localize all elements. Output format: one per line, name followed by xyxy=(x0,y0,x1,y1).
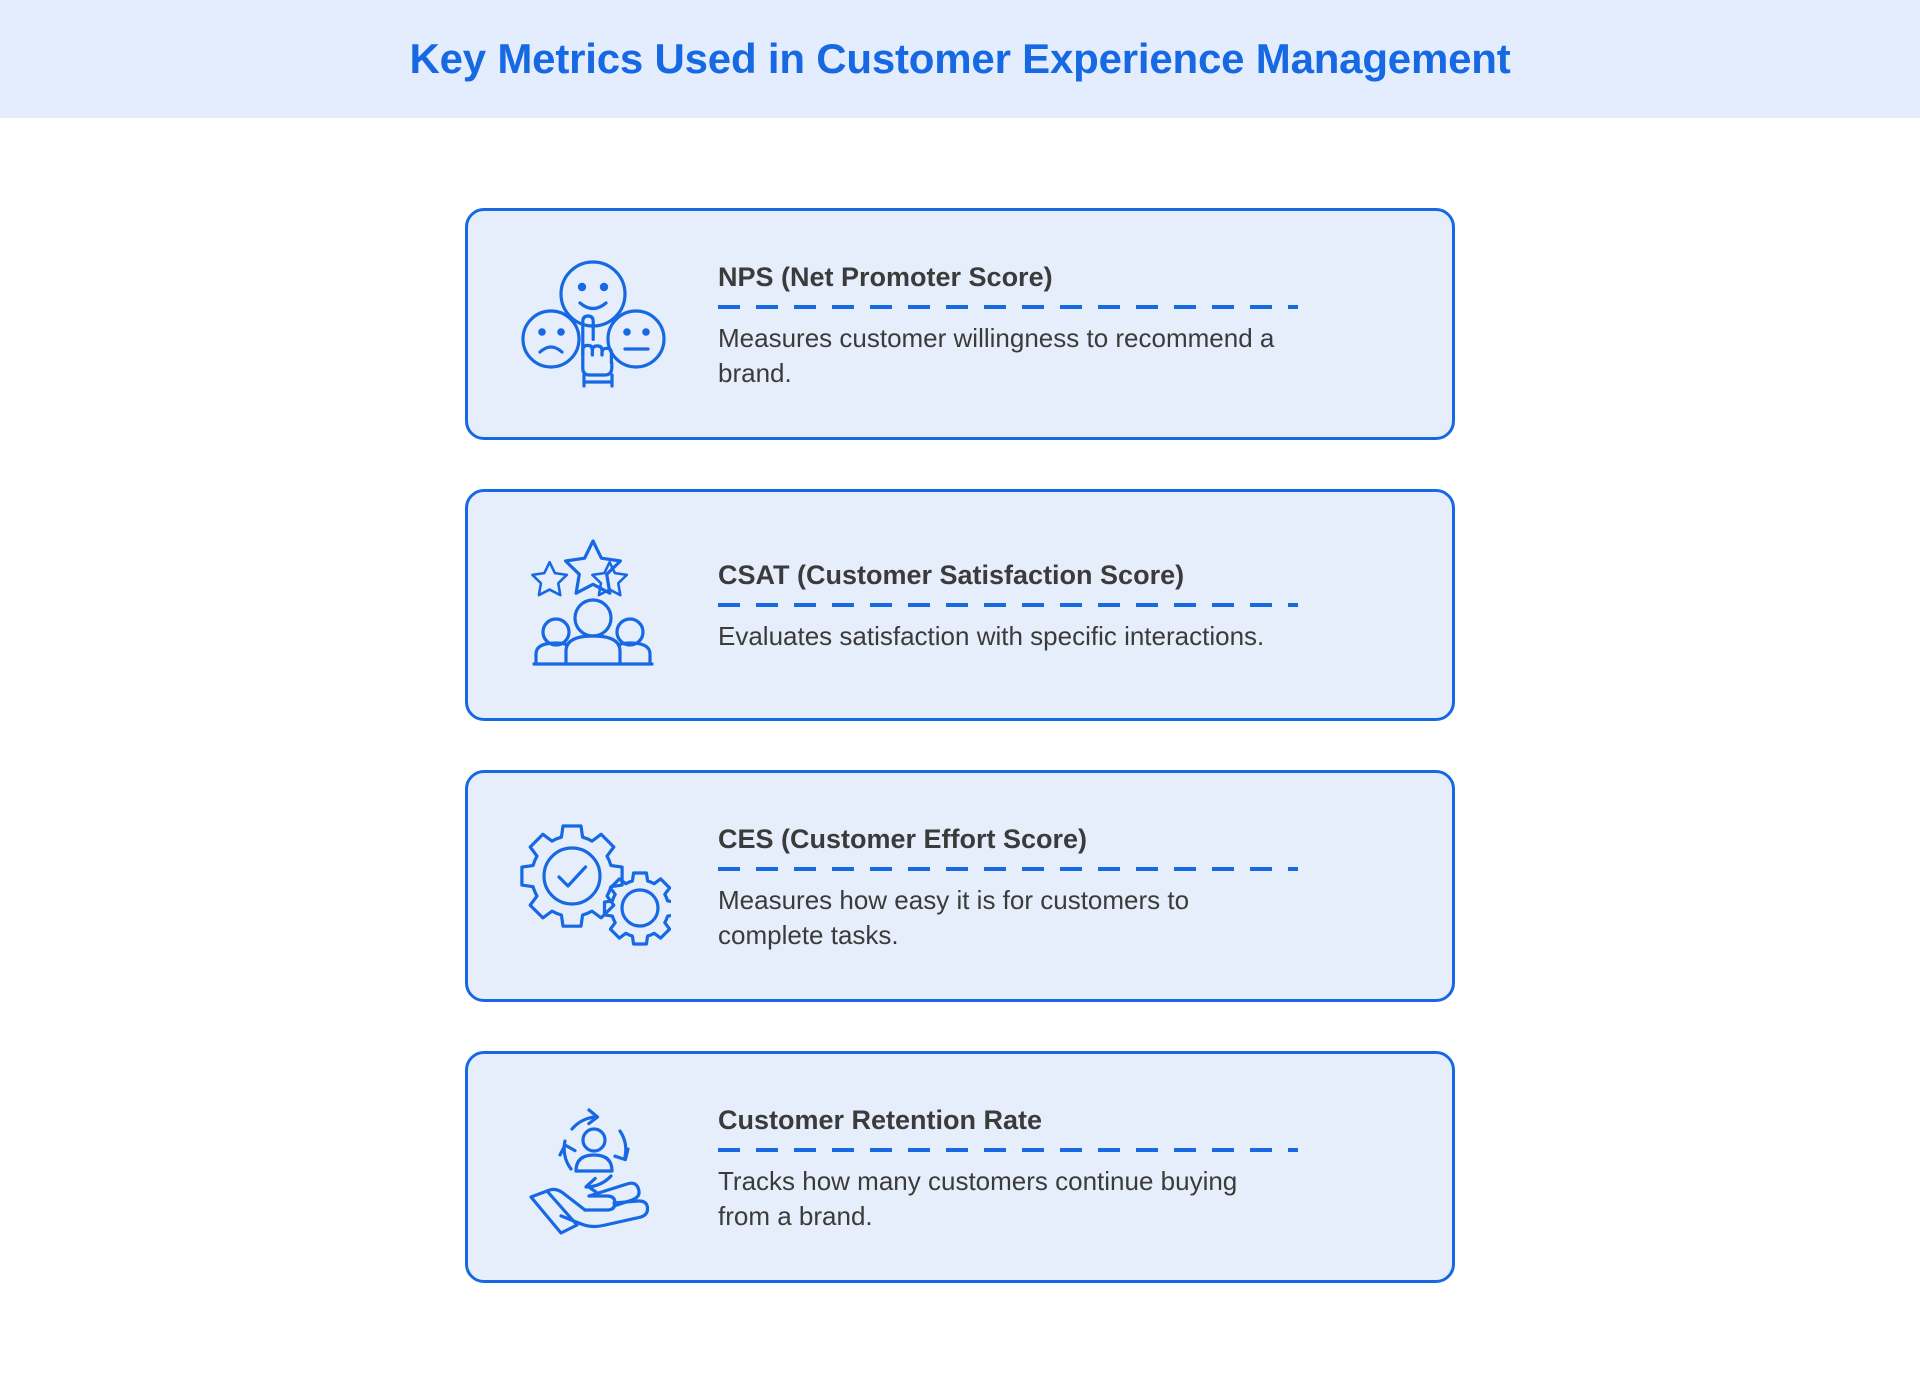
metric-title: Customer Retention Rate xyxy=(718,1104,1043,1135)
metric-description: Evaluates satisfaction with specific int… xyxy=(718,621,1265,652)
metric-card-csat[interactable]: CSAT (Customer Satisfaction Score) Evalu… xyxy=(465,489,1455,721)
metric-title: CES (Customer Effort Score) xyxy=(718,823,1088,854)
dashed-divider xyxy=(718,305,1298,310)
metric-card-text: Customer Retention Rate Tracks how many … xyxy=(718,1101,1452,1233)
hand-holding-customer-cycle-icon xyxy=(468,1054,718,1280)
stars-people-icon xyxy=(468,492,718,718)
metric-title: NPS (Net Promoter Score) xyxy=(718,261,1053,292)
metric-card-text: CES (Customer Effort Score) Measures how… xyxy=(718,820,1452,952)
metric-card-retention[interactable]: Customer Retention Rate Tracks how many … xyxy=(465,1051,1455,1283)
dashed-divider xyxy=(718,603,1298,608)
header-band: Key Metrics Used in Customer Experience … xyxy=(0,0,1920,118)
rating-faces-pointer-icon xyxy=(468,211,718,437)
metric-card-ces[interactable]: CES (Customer Effort Score) Measures how… xyxy=(465,770,1455,1002)
page-title: Key Metrics Used in Customer Experience … xyxy=(409,35,1511,82)
metric-card-text: NPS (Net Promoter Score) Measures custom… xyxy=(718,258,1452,390)
gears-check-icon xyxy=(468,773,718,999)
metric-description: Measures customer willingness to recomme… xyxy=(718,323,1275,388)
metric-title: CSAT (Customer Satisfaction Score) xyxy=(718,560,1185,591)
metric-description: Measures how easy it is for customers to… xyxy=(718,885,1190,950)
metric-card-nps[interactable]: NPS (Net Promoter Score) Measures custom… xyxy=(465,208,1455,440)
metric-card-text: CSAT (Customer Satisfaction Score) Evalu… xyxy=(718,556,1452,654)
metric-description: Tracks how many customers continue buyin… xyxy=(718,1166,1238,1231)
metric-card-list: NPS (Net Promoter Score) Measures custom… xyxy=(465,208,1455,1283)
dashed-divider xyxy=(718,867,1298,872)
dashed-divider xyxy=(718,1148,1298,1153)
